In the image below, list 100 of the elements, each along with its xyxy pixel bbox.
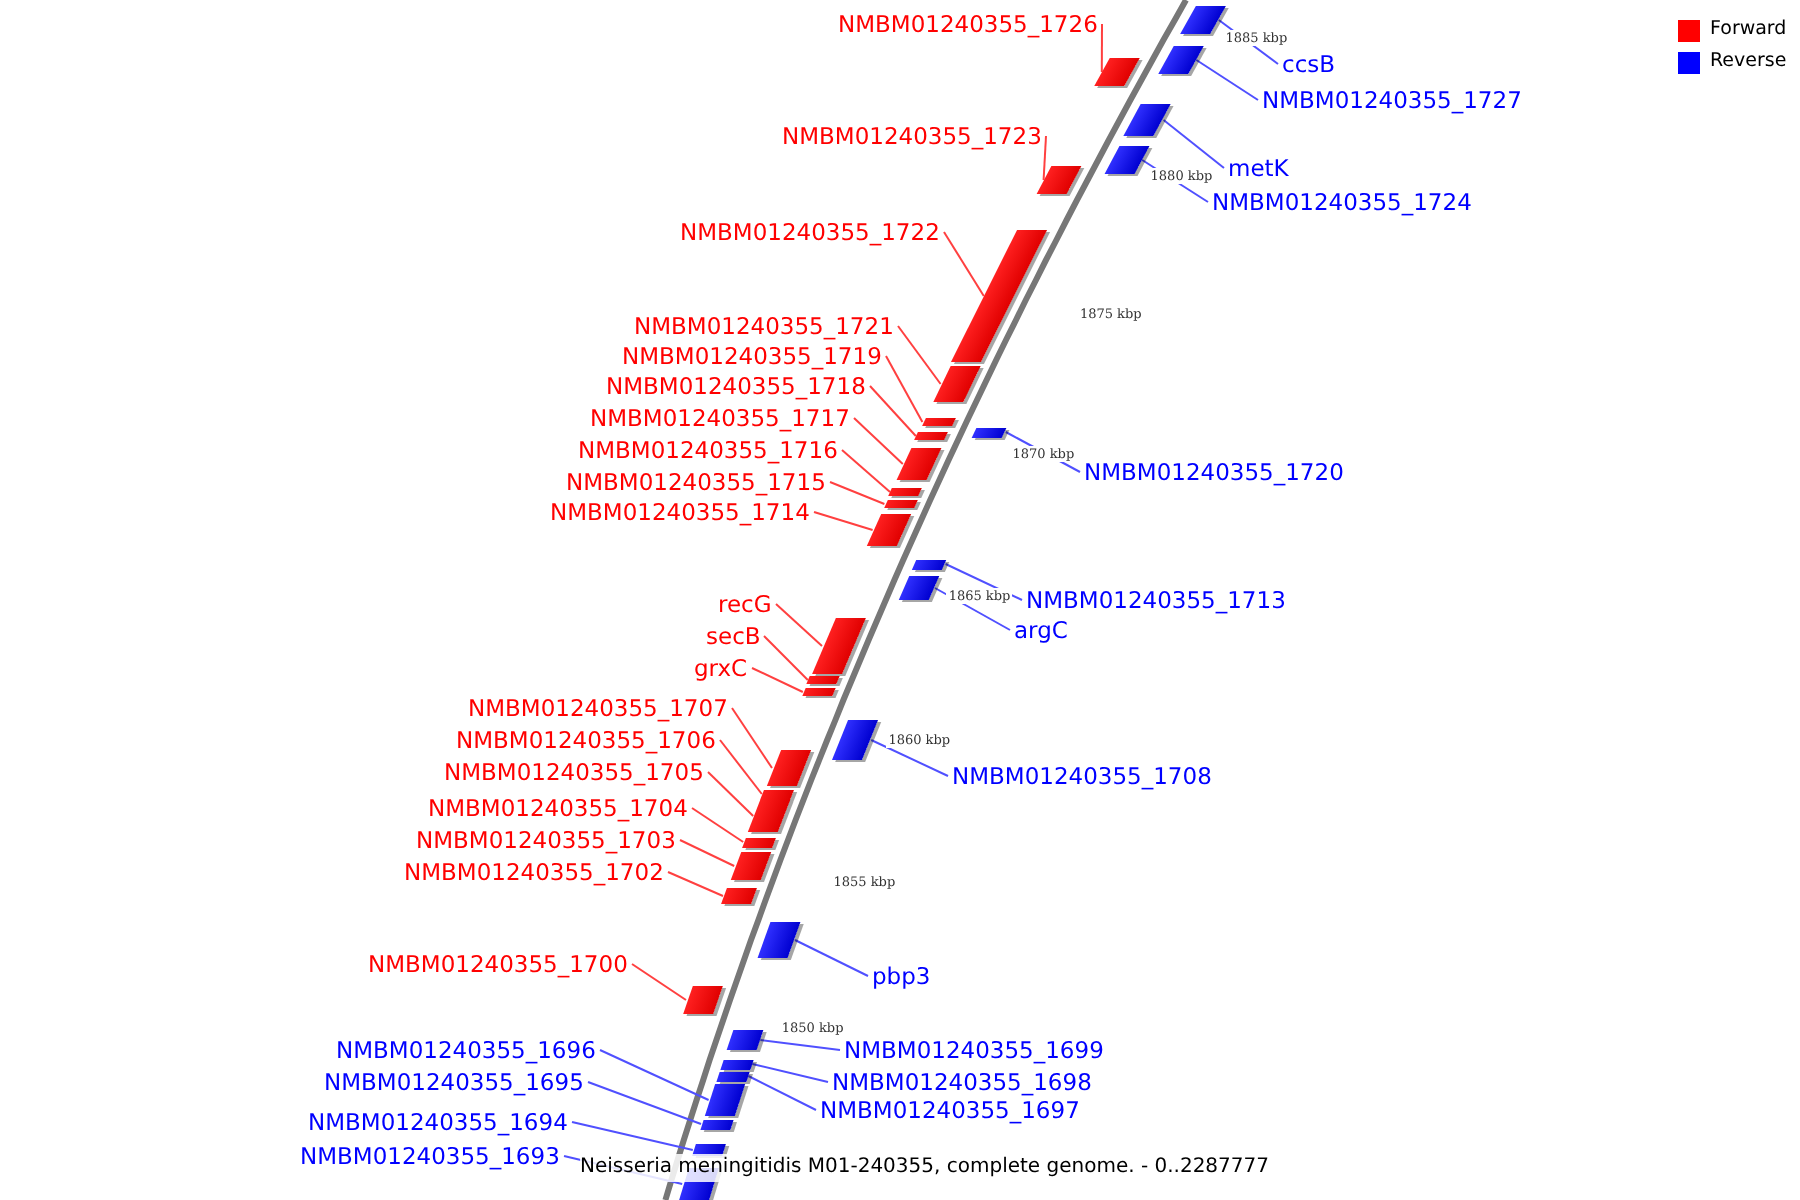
gene-block bbox=[700, 1119, 734, 1129]
leader-line bbox=[599, 1049, 710, 1101]
gene-label: NMBM01240355_1719 bbox=[622, 342, 882, 370]
leader-line bbox=[813, 511, 874, 531]
leader-line bbox=[897, 325, 942, 385]
gene-label: NMBM01240355_1721 bbox=[634, 312, 894, 340]
gene-block bbox=[912, 559, 947, 569]
gene-label: NMBM01240355_1702 bbox=[404, 858, 664, 886]
gene-block bbox=[760, 789, 795, 799]
leader-line bbox=[775, 603, 823, 647]
gene-block bbox=[896, 448, 942, 480]
leader-line bbox=[841, 449, 891, 493]
gene-label: NMBM01240355_1699 bbox=[844, 1036, 1104, 1064]
legend-label: Reverse bbox=[1710, 48, 1787, 76]
gene-label: pbp3 bbox=[872, 962, 931, 990]
gene-block bbox=[1179, 6, 1226, 34]
gene-block bbox=[866, 514, 911, 546]
gene-label: ccsB bbox=[1282, 50, 1336, 78]
gene-block bbox=[921, 418, 956, 426]
gene-label: NMBM01240355_1694 bbox=[308, 1108, 568, 1136]
gene-block bbox=[898, 576, 940, 600]
gene-label: NMBM01240355_1700 bbox=[368, 950, 628, 978]
gene-block bbox=[1157, 46, 1204, 74]
leader-line bbox=[1162, 119, 1225, 169]
gene-label: secB bbox=[706, 622, 761, 650]
leader-line bbox=[731, 707, 773, 769]
gene-block bbox=[889, 488, 923, 496]
leader-line bbox=[759, 1039, 841, 1051]
leader-line bbox=[631, 963, 687, 1001]
gene-label: NMBM01240355_1703 bbox=[416, 826, 676, 854]
leader-line bbox=[1042, 135, 1047, 181]
leader-line bbox=[751, 667, 804, 693]
gene-block bbox=[748, 800, 791, 832]
gene-block bbox=[721, 888, 757, 904]
gene-label: NMBM01240355_1726 bbox=[838, 10, 1098, 38]
gene-label: NMBM01240355_1717 bbox=[590, 404, 850, 432]
gene-block bbox=[1095, 58, 1141, 86]
gene-block bbox=[719, 1059, 753, 1069]
gene-label: NMBM01240355_1722 bbox=[680, 218, 940, 246]
gene-block bbox=[832, 720, 879, 760]
gene-label: NMBM01240355_1715 bbox=[566, 468, 826, 496]
gene-block bbox=[682, 986, 722, 1014]
gene-block bbox=[704, 1084, 745, 1116]
gene-label: NMBM01240355_1716 bbox=[578, 436, 838, 464]
leader-line bbox=[794, 939, 869, 977]
gene-label: NMBM01240355_1713 bbox=[1026, 586, 1286, 614]
gene-label: NMBM01240355_1714 bbox=[550, 498, 810, 526]
gene-block bbox=[726, 1030, 763, 1050]
gene-label: NMBM01240355_1693 bbox=[300, 1142, 560, 1170]
gene-block bbox=[883, 500, 918, 508]
leader-line bbox=[571, 1121, 694, 1151]
leader-line bbox=[719, 739, 763, 795]
gene-block bbox=[1123, 104, 1172, 136]
gene-label: metK bbox=[1228, 154, 1289, 182]
gene-label: NMBM01240355_1697 bbox=[820, 1096, 1080, 1124]
gene-label: recG bbox=[718, 590, 772, 618]
leader-line bbox=[944, 563, 1023, 601]
gene-block bbox=[807, 676, 841, 684]
gene-block bbox=[915, 432, 949, 440]
gene-block bbox=[972, 427, 1008, 437]
gene-block bbox=[802, 688, 836, 696]
gene-label: grxC bbox=[694, 654, 748, 682]
caption: Neisseria meningitidis M01-240355, complete genome. - 0..2287777 bbox=[580, 1154, 1269, 1182]
gene-label: NMBM01240355_1706 bbox=[456, 726, 716, 754]
gene-block bbox=[715, 1071, 750, 1081]
leader-line bbox=[747, 1075, 817, 1111]
gene-label: NMBM01240355_1727 bbox=[1262, 86, 1522, 114]
gene-label: NMBM01240355_1720 bbox=[1084, 458, 1344, 486]
gene-block bbox=[932, 366, 981, 402]
leader-line bbox=[1100, 23, 1103, 73]
gene-label: NMBM01240355_1698 bbox=[832, 1068, 1092, 1096]
gene-label: NMBM01240355_1705 bbox=[444, 758, 704, 786]
gene-label: NMBM01240355_1723 bbox=[782, 122, 1042, 150]
gene-label: NMBM01240355_1708 bbox=[952, 762, 1212, 790]
gene-label: NMBM01240355_1695 bbox=[324, 1068, 584, 1096]
leader-line bbox=[870, 739, 949, 777]
leader-line bbox=[751, 1063, 829, 1083]
gene-label: NMBM01240355_1718 bbox=[606, 372, 866, 400]
leader-line bbox=[829, 481, 886, 505]
leader-line bbox=[763, 635, 809, 681]
gene-label: NMBM01240355_1696 bbox=[336, 1036, 596, 1064]
gene-block bbox=[765, 750, 811, 786]
gene-block bbox=[1103, 146, 1149, 174]
leader-line bbox=[853, 417, 904, 465]
gene-label: NMBM01240355_1724 bbox=[1212, 188, 1472, 216]
leader-line bbox=[1195, 59, 1259, 101]
gene-label: argC bbox=[1014, 616, 1068, 644]
legend-label: Forward bbox=[1710, 16, 1787, 44]
leader-line bbox=[679, 839, 736, 867]
gene-label: NMBM01240355_1707 bbox=[468, 694, 728, 722]
leader-line bbox=[885, 355, 924, 423]
gene-block bbox=[1037, 166, 1082, 194]
gene-block bbox=[757, 922, 801, 958]
leader-line bbox=[943, 231, 985, 297]
gene-block bbox=[742, 837, 777, 847]
gene-block bbox=[811, 618, 865, 674]
leader-line bbox=[691, 807, 745, 843]
leader-line bbox=[707, 771, 755, 817]
leader-line bbox=[667, 871, 724, 897]
gene-block bbox=[730, 852, 771, 880]
